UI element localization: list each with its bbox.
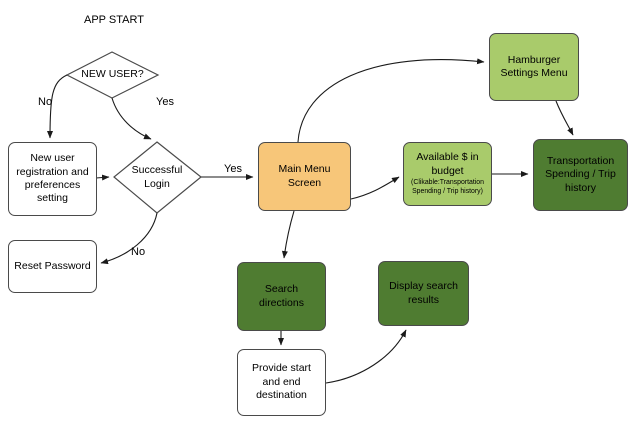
- edge-provide-to-results: [325, 329, 407, 384]
- node-label: Display search results: [389, 280, 458, 306]
- successful-login-decision-label: Successful Login: [131, 164, 183, 190]
- node-sublabel: (Clikable:Transportation Spending / Trip…: [411, 179, 484, 195]
- node-provide-destination: Provide start and end destination: [237, 349, 326, 416]
- node-label: Available $ in budget: [416, 151, 479, 177]
- node-reset-password: Reset Password: [8, 240, 97, 293]
- node-label: Transportation Spending / Trip history: [545, 154, 616, 194]
- node-available-budget: Available $ in budget (Clikable:Transpor…: [403, 142, 492, 206]
- edge-new-user-no: [47, 74, 68, 139]
- edge-label-login-yes: Yes: [224, 163, 242, 175]
- node-label: Search directions: [259, 283, 304, 309]
- edge-label-new-user-no: No: [38, 96, 53, 108]
- node-hamburger-settings-menu: Hamburger Settings Menu: [489, 33, 579, 101]
- node-search-directions: Search directions: [237, 262, 326, 331]
- node-transportation-spending: Transportation Spending / Trip history: [533, 139, 628, 211]
- node-label: Provide start and end destination: [252, 362, 311, 402]
- node-display-search-results: Display search results: [378, 261, 469, 326]
- edge-main-menu-to-budget: [350, 176, 400, 200]
- edge-registration-to-login: [95, 174, 110, 181]
- app-start-label: APP START: [84, 14, 144, 26]
- edge-hamburger-to-transport: [555, 100, 574, 136]
- edge-main-menu-to-search: [281, 210, 295, 259]
- node-label: New user registration and preferences se…: [16, 152, 89, 205]
- node-main-menu-screen: Main Menu Screen: [258, 142, 351, 211]
- edge-new-user-yes: [111, 97, 152, 140]
- node-label: Main Menu Screen: [278, 163, 331, 189]
- node-label: Reset Password: [14, 259, 91, 272]
- edge-label-new-user-yes: Yes: [156, 96, 174, 108]
- node-new-user-registration: New user registration and preferences se…: [8, 142, 97, 216]
- edge-login-no-to-reset: [100, 212, 158, 265]
- edge-label-login-no: No: [131, 246, 146, 258]
- node-label: Hamburger Settings Menu: [500, 53, 568, 79]
- edge-main-menu-to-hamburger: [297, 58, 485, 143]
- new-user-decision-label: NEW USER?: [81, 68, 144, 81]
